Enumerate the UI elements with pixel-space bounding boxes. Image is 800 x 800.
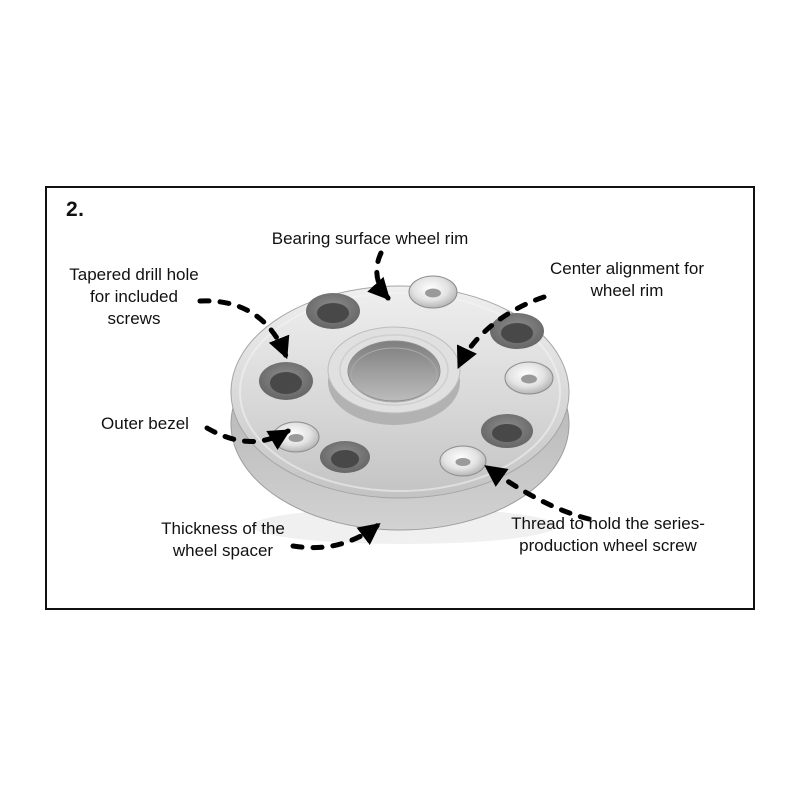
label-outer-bezel: Outer bezel bbox=[101, 414, 189, 433]
label-tapered-drill-hole: Tapered drill hole for included screws bbox=[69, 265, 199, 328]
arrow-thickness bbox=[290, 522, 381, 551]
arrow-tapered-drill-hole bbox=[197, 298, 290, 360]
label-thickness: Thickness of the wheel spacer bbox=[161, 519, 285, 560]
arrow-outer-bezel bbox=[204, 425, 291, 450]
label-center-alignment: Center alignment for wheel rim bbox=[549, 259, 705, 300]
center-bore bbox=[327, 326, 461, 425]
leader-arrows bbox=[197, 250, 592, 551]
figure-number: 2. bbox=[66, 198, 85, 221]
tapered-drill-holes bbox=[259, 293, 544, 473]
arrow-thread bbox=[484, 464, 592, 522]
label-thread: Thread to hold the series- production wh… bbox=[511, 514, 705, 555]
arrow-center-alignment bbox=[456, 294, 547, 369]
label-bearing-surface: Bearing surface wheel rim bbox=[271, 229, 469, 248]
arrow-bearing-surface bbox=[367, 250, 391, 301]
